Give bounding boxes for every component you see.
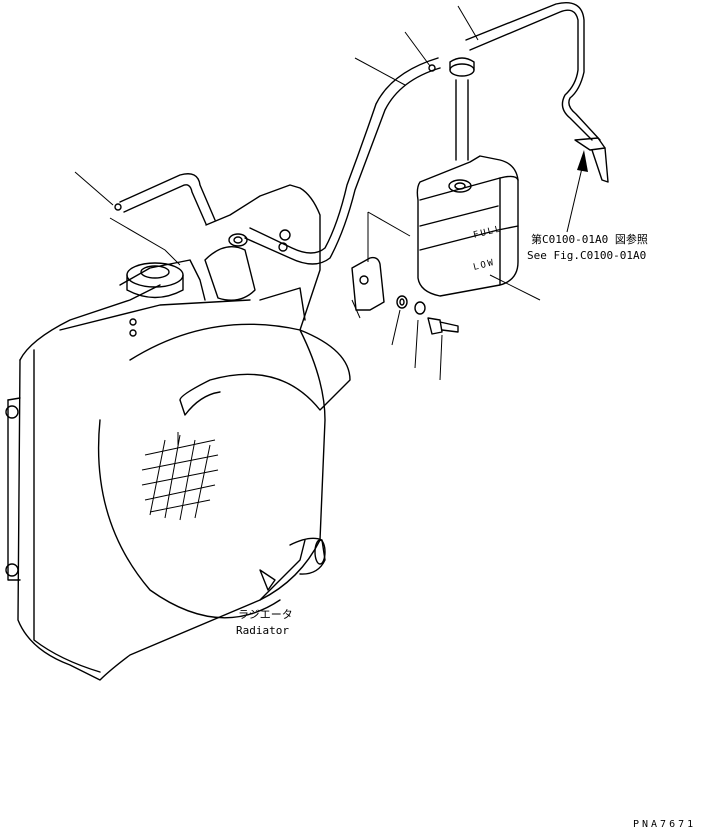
radiator-label-en: Radiator <box>236 624 289 637</box>
lock-washer <box>414 301 426 315</box>
radiator-hose <box>114 57 441 265</box>
overflow-hose <box>449 2 609 183</box>
bolt <box>427 317 443 335</box>
reference-label-jp: 第C0100-01A0 図参照 <box>531 233 648 246</box>
bracket <box>351 256 385 311</box>
mounting-hardware <box>351 256 459 335</box>
low-mark: LOW <box>472 258 496 273</box>
radiator-body <box>5 184 351 681</box>
reservoir-tank: FULL LOW <box>416 155 519 297</box>
figure-code: PNA7671 <box>633 819 697 830</box>
washer <box>396 295 408 309</box>
reference-label-en: See Fig.C0100-01A0 <box>527 249 647 262</box>
full-mark: FULL <box>472 224 503 241</box>
radiator-label-jp: ラジエータ <box>238 608 293 621</box>
leader-lines <box>74 5 588 381</box>
radiator-core-mesh <box>141 432 219 521</box>
